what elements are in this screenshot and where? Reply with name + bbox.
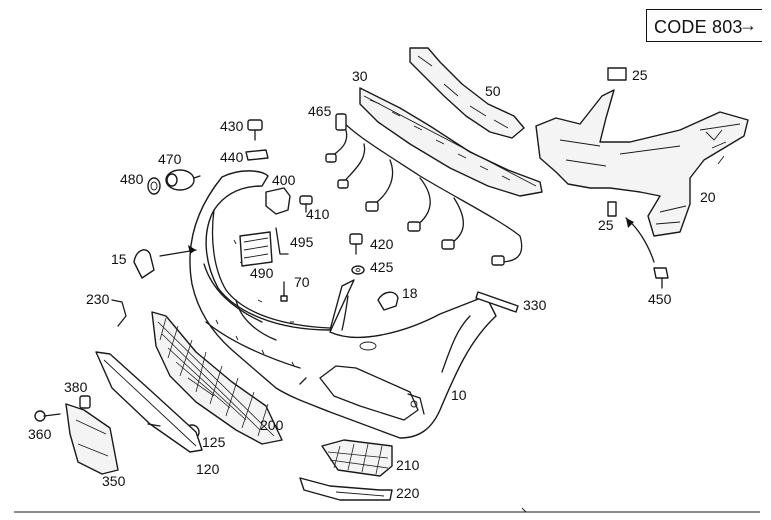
cover-cap-part-15 <box>133 249 155 279</box>
callout-70: 70 <box>294 274 310 290</box>
code-label: CODE 803 <box>654 17 743 37</box>
code-arrow-icon: → <box>739 15 757 35</box>
callout-495: 495 <box>290 234 314 250</box>
sensor-ring-part-480 <box>147 177 161 195</box>
callout-400: 400 <box>272 172 296 188</box>
trim-strip-part-330 <box>475 291 519 313</box>
license-plate-bracket-part-350 <box>65 403 119 475</box>
sensor-bracket-part-400 <box>265 187 291 215</box>
tow-eye-cover-part-18 <box>377 291 399 311</box>
leader-lines <box>147 217 655 427</box>
callout-50: 50 <box>485 83 501 99</box>
control-unit-part-490 <box>239 231 273 267</box>
impact-absorber-part-30 <box>359 87 543 197</box>
bottom-rule <box>14 507 760 513</box>
callout-230: 230 <box>86 291 110 307</box>
callout-480: 480 <box>120 171 144 187</box>
callout-420: 420 <box>370 236 394 252</box>
bracket-part-495 <box>275 227 289 255</box>
clip-part-440 <box>245 149 269 161</box>
screw-part-430 <box>247 119 263 141</box>
callout-430: 430 <box>220 118 244 134</box>
callout-18: 18 <box>402 285 418 301</box>
clip-part-380 <box>79 395 91 409</box>
callout-210: 210 <box>396 457 420 473</box>
bumper-cover-part-10 <box>189 170 497 439</box>
bolt-part-420 <box>349 233 363 255</box>
clip-part-25-lower <box>607 201 617 217</box>
washer-part-425 <box>351 265 365 275</box>
callout-440: 440 <box>220 149 244 165</box>
callout-20: 20 <box>700 189 716 205</box>
bracket-part-20 <box>535 89 749 237</box>
callout-330: 330 <box>523 297 547 313</box>
callout-25-lower: 25 <box>598 217 614 233</box>
sensor-part-470 <box>165 169 201 191</box>
screw-part-360 <box>34 410 61 422</box>
grille-part-210 <box>321 439 393 477</box>
callout-470: 470 <box>158 151 182 167</box>
callout-450: 450 <box>648 291 672 307</box>
callout-10: 10 <box>451 387 467 403</box>
callout-410: 410 <box>306 206 330 222</box>
clip-part-25-top <box>607 67 627 81</box>
callout-30: 30 <box>352 68 368 84</box>
callout-120: 120 <box>196 461 220 477</box>
callout-15: 15 <box>111 251 127 267</box>
callout-25-top: 25 <box>632 67 648 83</box>
trim-part-220 <box>299 477 393 501</box>
pin-part-70 <box>280 281 288 302</box>
bolt-part-450 <box>653 267 669 289</box>
callout-465: 465 <box>308 103 332 119</box>
callout-380: 380 <box>64 379 88 395</box>
bracket-part-50 <box>409 47 525 139</box>
bolt-part-410 <box>299 195 313 213</box>
bracket-part-230 <box>111 299 127 327</box>
callout-490: 490 <box>250 265 274 281</box>
callout-220: 220 <box>396 485 420 501</box>
trim-part-120 <box>95 351 203 453</box>
wiring-harness-part-465 <box>325 113 523 266</box>
grille-part-200 <box>151 311 283 445</box>
callout-425: 425 <box>370 259 394 275</box>
callout-350: 350 <box>102 473 126 489</box>
callout-200: 200 <box>260 417 284 433</box>
callout-125: 125 <box>202 434 226 450</box>
code-box: CODE 803 → <box>646 9 762 42</box>
callout-360: 360 <box>28 426 52 442</box>
